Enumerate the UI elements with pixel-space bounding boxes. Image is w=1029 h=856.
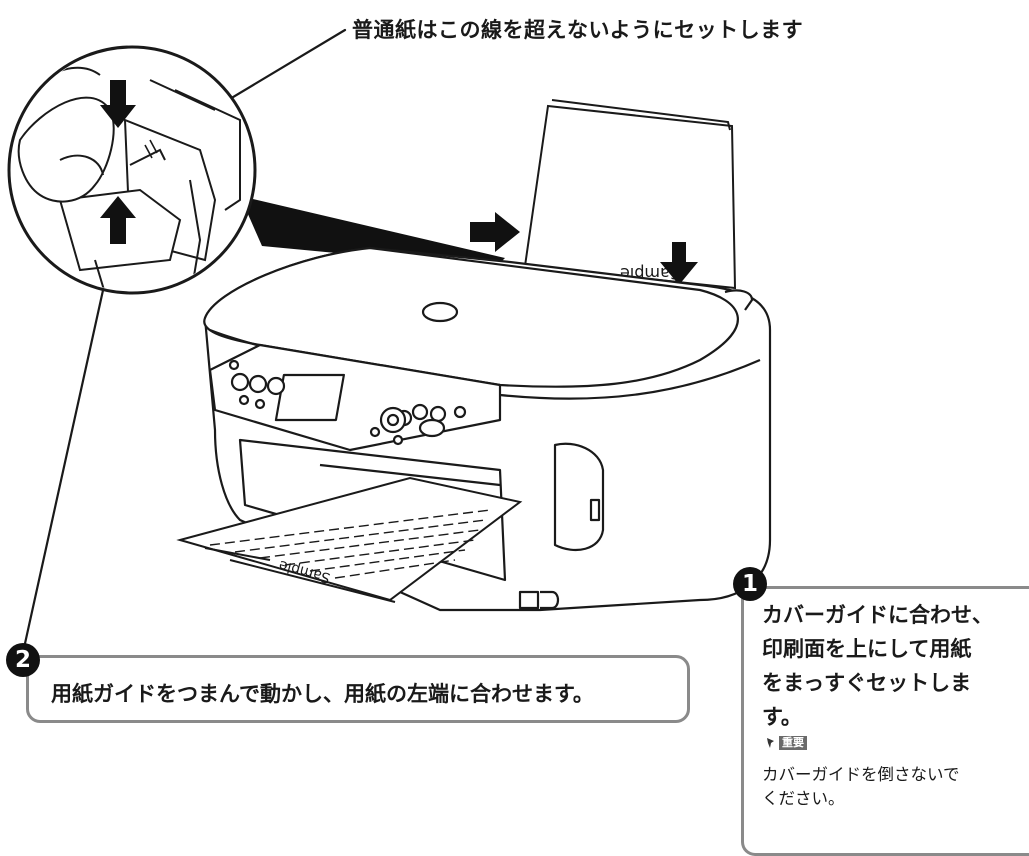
leader-line-step2 [22, 243, 115, 650]
arrow-up-icon [100, 196, 136, 244]
top-callout: 普通紙はこの線を超えないようにセットします [352, 18, 804, 42]
important-label: 重要 [779, 736, 807, 750]
note-line: ください。 [762, 789, 845, 808]
important-marker: 重要 [765, 736, 807, 750]
important-note: カバーガイドを倒さないで ください。 [762, 763, 960, 811]
step1-number-badge: 1 [733, 567, 767, 601]
arrow-down-icon [100, 80, 136, 128]
step1-line: 印刷面を上にして用紙 [762, 637, 972, 661]
step2-text: 用紙ガイドをつまんで動かし、用紙の左端に合わせます。 [51, 682, 594, 706]
note-line: カバーガイドを倒さないで [762, 765, 960, 784]
arrow-down-icon [660, 242, 698, 285]
step2-number-badge: 2 [6, 643, 40, 677]
step1-text: カバーガイドに合わせ、 印刷面を上にして用紙 をまっすぐセットしま す。 [762, 598, 1029, 734]
step1-line: す。 [762, 705, 802, 729]
magnifier-circle [7, 45, 257, 295]
output-paper [176, 476, 523, 603]
step1-line: をまっすぐセットしま [762, 671, 972, 695]
magnifier-wedge [240, 196, 505, 268]
step1-line: カバーガイドに合わせ、 [762, 603, 993, 627]
arrow-right-icon [470, 212, 520, 252]
paper-stack [523, 99, 737, 290]
pin-icon [767, 738, 774, 748]
step2-box [26, 655, 690, 723]
